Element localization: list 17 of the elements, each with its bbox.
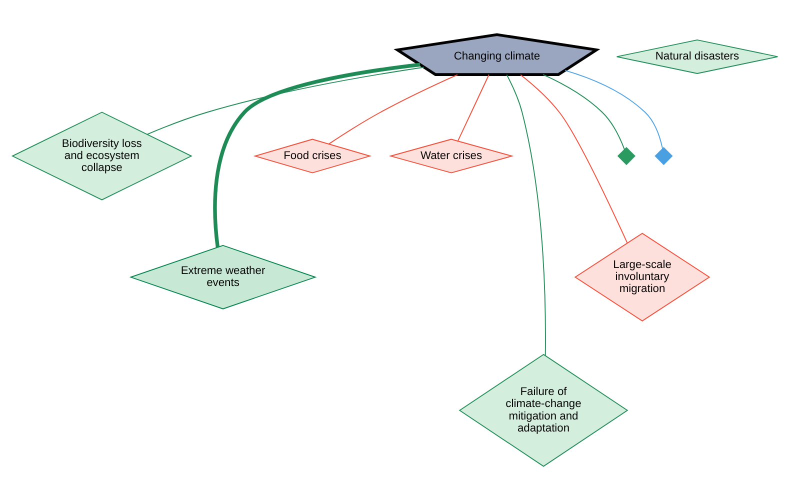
node-diamond: Extreme weather events bbox=[129, 244, 317, 309]
connector bbox=[213, 62, 420, 247]
connector bbox=[457, 74, 490, 141]
connector bbox=[564, 70, 664, 149]
node-diamond: Large-scale involuntary migration bbox=[574, 232, 710, 321]
node-diamond: Biodiversity loss and ecosystem collapse bbox=[11, 111, 192, 200]
connector bbox=[542, 74, 625, 150]
connector bbox=[520, 74, 628, 243]
node-diamond bbox=[654, 146, 673, 165]
node-diamond bbox=[617, 146, 636, 165]
connector bbox=[146, 66, 424, 134]
node-diamond: Food crises bbox=[253, 138, 372, 173]
connector bbox=[328, 74, 458, 144]
connector bbox=[506, 74, 546, 356]
node-diamond: Natural disasters bbox=[616, 38, 778, 74]
node-diamond: Failure of climate-change mitigation and adaptation bbox=[458, 353, 628, 466]
node-diamond: Water crises bbox=[388, 138, 514, 173]
